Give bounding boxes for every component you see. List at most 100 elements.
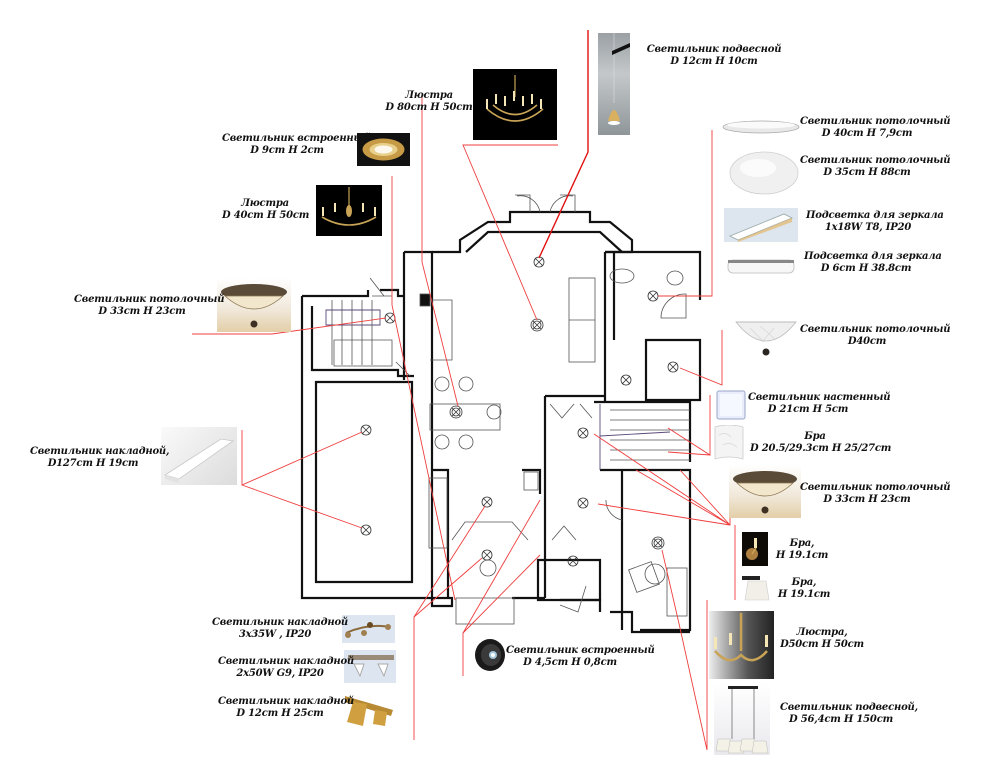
fixture-spec: D 40cm H 50cm xyxy=(222,210,310,221)
fixture-symbol xyxy=(667,361,679,373)
fixture-symbol xyxy=(567,555,579,567)
image-ceiling-glass-bowl xyxy=(734,308,798,358)
image-chandelier-gold-3arm xyxy=(709,611,774,679)
fixture-name: Светильник накладной xyxy=(218,656,354,667)
image-sconce-curved-white xyxy=(713,425,745,461)
fixture-symbol xyxy=(449,405,463,419)
fixture-label-recessed-black: Светильник встроенный D 4,5cm H 0,8cm xyxy=(506,645,655,669)
fixture-label-wall-square: Светильник настенный D 21cm H 5cm xyxy=(748,392,891,416)
fixture-spec: H 19.1cm xyxy=(777,589,831,600)
fixture-spec: D 6cm H 38.8cm xyxy=(820,263,912,274)
image-chandelier-large xyxy=(473,69,557,140)
fixture-symbol xyxy=(533,256,545,268)
leader-lines xyxy=(192,30,736,751)
fixture-name: Светильник настенный xyxy=(748,392,891,403)
fixture-label-pendant-bar: Светильник подвесной, D 56,4cm H 150cm xyxy=(780,702,918,726)
fixture-name: Светильник накладной xyxy=(212,617,348,628)
fixture-spec: D40cm xyxy=(847,336,887,347)
image-pendant-bar-4shade xyxy=(714,683,770,755)
leader-line xyxy=(391,176,456,601)
leader-line xyxy=(658,130,713,297)
leader-line xyxy=(667,395,711,456)
image-spot-bar-2 xyxy=(344,650,396,683)
fixture-label-surface-linear: Светильник накладной, D127cm H 19cm xyxy=(30,446,170,470)
fixture-name: Светильник потолочный xyxy=(800,324,951,335)
fixture-label-chandelier-small: Люстра, D50cm H 50cm xyxy=(778,627,866,651)
fixture-label-recessed-gold: Светильник встроенный D 9cm H 2cm xyxy=(222,133,371,157)
leader-line xyxy=(538,30,589,259)
fixture-symbol xyxy=(530,318,544,332)
fixture-name: Светильник накладной xyxy=(218,696,354,707)
fixture-name: Светильник встроенный xyxy=(506,645,655,656)
fixture-spec: D 40cm H 7,9cm xyxy=(821,128,913,139)
fixture-label-ceiling-slim: Светильник потолочный D 40cm H 7,9cm xyxy=(800,116,951,140)
fixture-spec: D127cm H 19cm xyxy=(47,458,139,469)
fixture-spec: 2x50W G9, IP20 xyxy=(236,668,324,679)
image-mirror-bar-light xyxy=(726,257,796,275)
fixture-label-spot-2x50: Светильник накладной 2x50W G9, IP20 xyxy=(218,656,354,680)
leader-line xyxy=(462,499,541,676)
fixture-spec: D 20.5/29.3cm H 25/27cm xyxy=(750,443,892,454)
image-recessed-gold-ring xyxy=(357,133,410,166)
fixture-name: Светильник потолочный xyxy=(800,482,951,493)
fixture-name: Светильник встроенный xyxy=(222,133,371,144)
fixture-label-ceiling-bronze-right: Светильник потолочный D 33cm H 23cm xyxy=(800,482,951,506)
fixture-name: Люстра xyxy=(241,198,289,209)
fixture-symbol xyxy=(620,374,632,386)
fixture-name: Бра, xyxy=(789,538,815,549)
fixture-spec: 1x18W T8, IP20 xyxy=(824,222,912,233)
image-pendant-bell xyxy=(598,33,630,135)
fixture-label-ceiling-dome: Светильник потолочный D 35cm H 88cm xyxy=(800,155,951,179)
fixture-spec: D 56,4cm H 150cm xyxy=(789,714,893,725)
fixture-label-sconce-curved: Бра D 20.5/29.3cm H 25/27cm xyxy=(750,431,892,455)
fixture-name: Светильник накладной, xyxy=(30,446,170,457)
fixture-symbol xyxy=(647,290,659,302)
fixture-symbols xyxy=(360,256,679,567)
leader-line xyxy=(413,505,486,740)
leader-line xyxy=(241,430,363,529)
walls xyxy=(300,210,702,634)
image-wall-square-panel xyxy=(716,390,746,420)
fixture-symbol xyxy=(481,549,493,561)
fixture-name: Светильник потолочный xyxy=(74,294,225,305)
fixture-name: Бра xyxy=(804,431,826,442)
fixture-symbol xyxy=(577,497,589,509)
image-recessed-black-round xyxy=(474,638,506,672)
image-ceiling-slim-disc xyxy=(722,118,800,136)
fixture-label-chandelier-large: Люстра D 80cm H 50cm xyxy=(384,90,474,114)
fixture-spec: D 4,5cm H 0,8cm xyxy=(523,657,617,668)
fixture-name: Люстра, xyxy=(796,627,848,638)
fixture-label-spot-3x35: Светильник накладной 3x35W , IP20 xyxy=(212,617,348,641)
fixture-label-pendant-small: Светильник подвесной D 12cm H 10cm xyxy=(639,44,789,68)
fixture-symbol xyxy=(360,524,372,536)
fixture-spec: H 19.1cm xyxy=(775,550,829,561)
image-linear-surface-light xyxy=(161,427,237,485)
fixture-spec: 3x35W , IP20 xyxy=(238,629,312,640)
fixture-name: Светильник подвесной, xyxy=(780,702,918,713)
leader-line xyxy=(421,93,459,407)
fixture-label-sconce-shade: Бра, H 19.1cm xyxy=(776,577,832,601)
leader-line xyxy=(593,433,731,526)
image-spot-bar-3 xyxy=(342,615,395,643)
fixture-symbol xyxy=(360,424,372,436)
image-sconce-white-shade xyxy=(742,575,772,601)
fixture-name: Подсветка для зеркала xyxy=(806,210,944,221)
fixture-label-sconce-candle: Бра, H 19.1cm xyxy=(774,538,830,562)
fixture-spec: D 12cm H 25cm xyxy=(236,708,324,719)
fixture-label-spot-gold: Светильник накладной D 12cm H 25cm xyxy=(218,696,354,720)
image-sconce-candle-gold xyxy=(742,532,768,566)
fixture-symbol xyxy=(651,536,665,550)
fixture-name: Люстра xyxy=(405,90,453,101)
fixture-spec: D 35cm H 88cm xyxy=(823,167,911,178)
fixture-label-mirror-light-2: Подсветка для зеркала D 6cm H 38.8cm xyxy=(804,251,942,275)
fixture-name: Подсветка для зеркала xyxy=(804,251,942,262)
furniture xyxy=(369,194,688,625)
fixture-label-ceiling-glass-bowl: Светильник потолочный D40cm xyxy=(800,324,951,348)
image-mirror-tube-light xyxy=(724,208,798,242)
image-ceiling-bronze-bowl-left xyxy=(217,278,291,332)
leader-line xyxy=(679,330,723,386)
fixture-spec: D 21cm H 5cm xyxy=(767,404,849,415)
fixture-name: Светильник подвесной xyxy=(646,44,782,55)
fixture-spec: D 33cm H 23cm xyxy=(98,306,186,317)
fixture-name: Бра, xyxy=(791,577,817,588)
